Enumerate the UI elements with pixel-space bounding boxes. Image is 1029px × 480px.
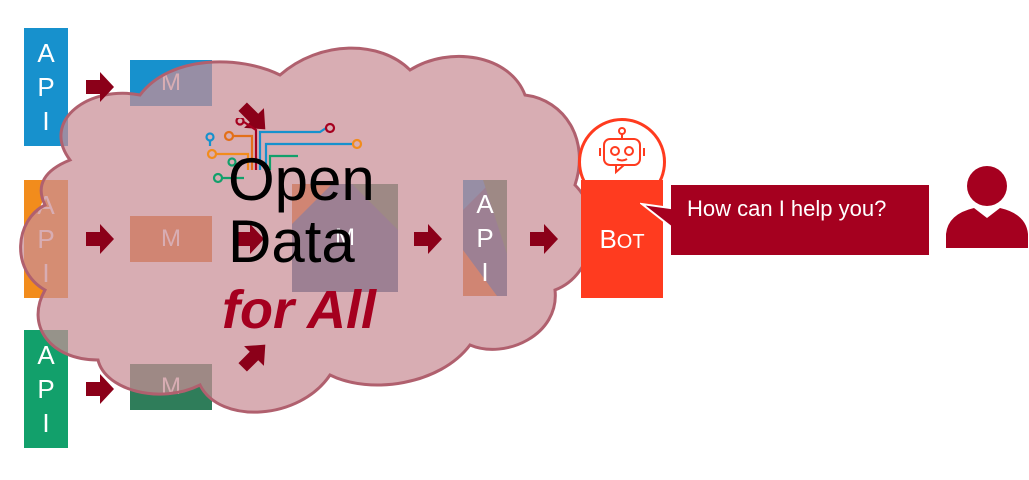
robot-icon xyxy=(599,127,645,175)
arrow-right-icon xyxy=(530,224,558,254)
arrow-right-icon xyxy=(236,224,264,254)
api-letter: A xyxy=(476,189,494,219)
logo-open-text: Open xyxy=(228,146,375,213)
arrow-right-icon xyxy=(414,224,442,254)
api-letter: I xyxy=(481,257,489,287)
api-box-blue: A P I xyxy=(24,28,68,146)
user-icon xyxy=(946,166,1028,248)
merged-api-label: A P I xyxy=(463,186,507,290)
arrow-right-icon xyxy=(86,72,114,102)
arrow-right-icon xyxy=(86,224,114,254)
api-letter: P xyxy=(37,72,55,102)
api-letter: P xyxy=(37,374,55,404)
bot-label: BOT xyxy=(599,224,644,255)
circuit-logo-icon xyxy=(205,118,363,184)
arrow-right-icon xyxy=(86,374,114,404)
logo-data-text: Data xyxy=(228,208,355,275)
arrow-diagonal-up-icon xyxy=(238,344,266,372)
merged-m-text: M xyxy=(335,224,355,251)
arrow-diagonal-down-icon xyxy=(238,102,266,130)
api-letter: A xyxy=(37,38,55,68)
api-letter: I xyxy=(42,408,50,438)
api-letter: A xyxy=(37,340,55,370)
bot-box: BOT xyxy=(581,180,663,298)
logo-forall-text: for All xyxy=(222,280,376,340)
speech-bubble-text: How can I help you? xyxy=(687,196,887,221)
bot-label-big: B xyxy=(599,223,617,254)
merged-m-label: M xyxy=(292,184,398,292)
speech-bubble-shape xyxy=(640,183,931,257)
api-letter: P xyxy=(476,223,494,253)
bot-label-small: OT xyxy=(616,230,645,253)
api-letter: I xyxy=(42,106,50,136)
